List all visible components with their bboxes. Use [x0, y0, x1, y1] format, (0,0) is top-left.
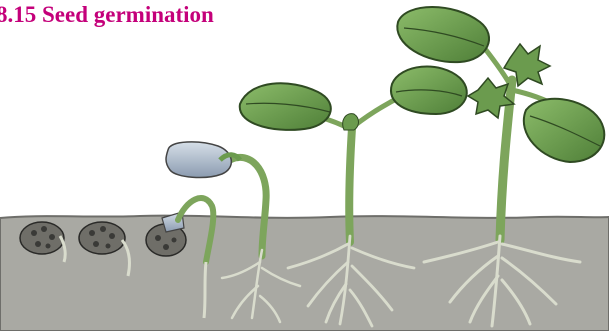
- germination-diagram: [0, 0, 609, 331]
